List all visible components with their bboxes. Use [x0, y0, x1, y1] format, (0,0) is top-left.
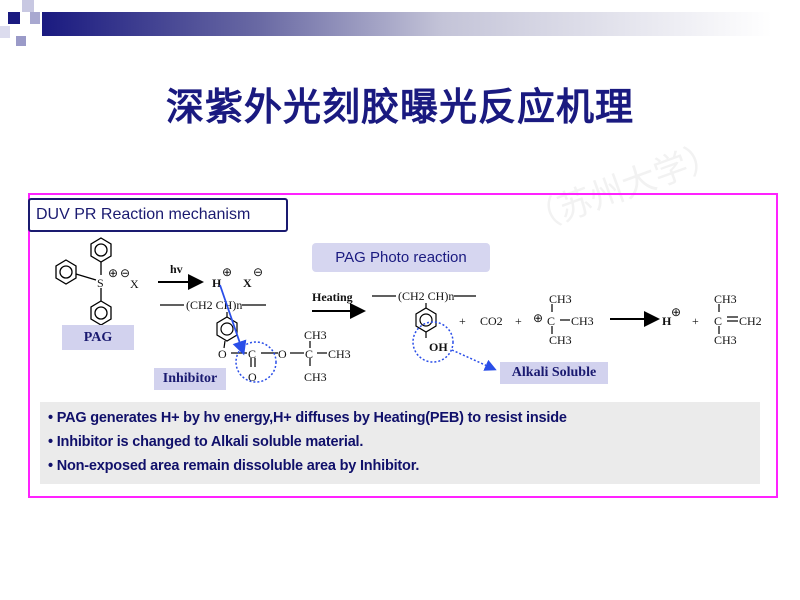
methyl: CH3	[304, 328, 327, 342]
section-label: DUV PR Reaction mechanism	[28, 198, 288, 232]
proton-diffusion-arrow	[219, 284, 247, 356]
atom-c: C	[248, 347, 256, 361]
plus: +	[515, 314, 522, 328]
proton: H	[662, 314, 672, 328]
hydroxyl: OH	[429, 340, 448, 354]
isobutylene-bonds	[718, 304, 738, 334]
page-title: 深紫外光刻胶曝光反应机理	[165, 84, 634, 129]
methylene: CH2	[739, 314, 762, 328]
methyl: CH3	[714, 292, 737, 306]
methyl: CH3	[714, 333, 737, 347]
atom-o: O	[218, 347, 227, 361]
proton: H	[212, 276, 222, 290]
plus: +	[692, 314, 699, 328]
note-item: • Inhibitor is changed to Alkali soluble…	[48, 434, 364, 450]
methyl: CH3	[328, 347, 351, 361]
notes-box: • PAG generates H+ by hν energy,H+ diffu…	[40, 402, 760, 484]
methyl: CH3	[571, 314, 594, 328]
methyl: CH3	[549, 333, 572, 347]
atom-c: C	[305, 347, 313, 361]
atom-c: C	[714, 314, 722, 328]
pag-molecule	[55, 237, 112, 326]
anion-sign: ⊖	[253, 265, 263, 279]
benzene-ring	[55, 259, 77, 285]
inhibitor-tag: Inhibitor	[154, 368, 226, 390]
photo-reaction-label: PAG Photo reaction	[312, 243, 490, 272]
carbon-dioxide: CO2	[480, 314, 503, 328]
benzene-ring	[90, 237, 112, 263]
product-polymer	[372, 295, 476, 338]
proton-sign: ⊕	[222, 265, 232, 279]
counter-ion: X	[130, 277, 139, 291]
atom-c: C	[547, 314, 555, 328]
heating-label: Heating	[312, 290, 353, 304]
carbocation-sign: ⊕	[533, 311, 543, 325]
atom-o: O	[248, 370, 257, 384]
sulfur: S	[97, 276, 104, 290]
atom-o: O	[278, 347, 287, 361]
alkali-arrow	[451, 349, 497, 371]
polymer-backbone: (CH2 CH)n	[398, 289, 454, 303]
note-item: • Non-exposed area remain dissoluble are…	[48, 458, 420, 474]
carbocation-bonds	[551, 304, 570, 334]
note-item: • PAG generates H+ by hν energy,H+ diffu…	[48, 410, 567, 426]
content-frame	[28, 193, 778, 498]
benzene-ring	[90, 300, 112, 326]
reaction-site-highlight	[235, 341, 277, 383]
anion-sign: ⊖	[120, 266, 130, 280]
proton-sign: ⊕	[671, 305, 681, 319]
methyl: CH3	[549, 292, 572, 306]
inhibitor-molecule	[160, 304, 327, 367]
hydroxyl-highlight	[412, 321, 454, 363]
anion: X	[243, 276, 252, 290]
alkali-soluble-tag: Alkali Soluble	[500, 362, 608, 384]
cation-sign: ⊕	[108, 266, 118, 280]
pag-tag: PAG	[62, 325, 134, 350]
methyl: CH3	[304, 370, 327, 384]
hv-label: hv	[170, 262, 183, 276]
plus: +	[459, 314, 466, 328]
polymer-backbone: (CH2 CH)n	[186, 298, 242, 312]
